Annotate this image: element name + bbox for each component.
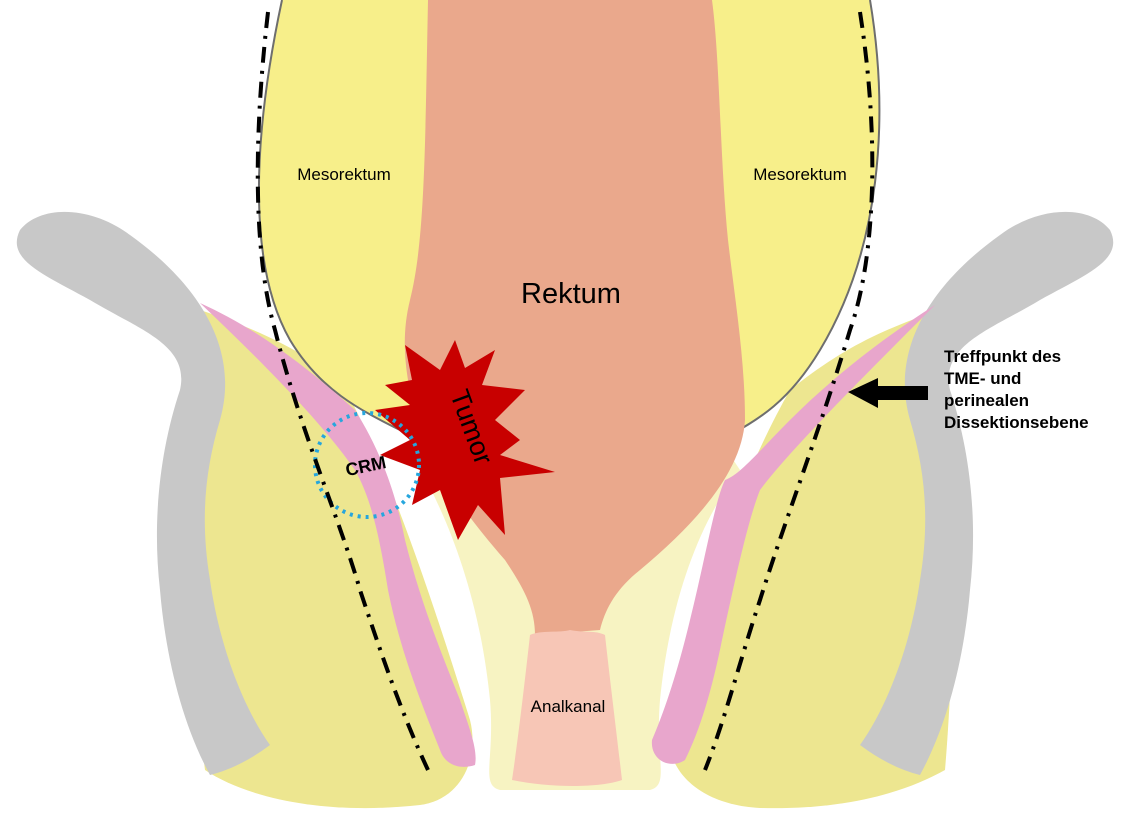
annotation-line-2: TME- und: [944, 369, 1021, 388]
mesorectum-label-left: Mesorektum: [297, 165, 391, 184]
rectum-label: Rektum: [521, 278, 621, 310]
anal-canal-label: Analkanal: [531, 697, 606, 716]
annotation-line-4: Dissektionsebene: [944, 413, 1089, 432]
meeting-point-annotation: Treffpunkt des TME- und perinealen Disse…: [944, 347, 1089, 432]
mesorectum-label-right: Mesorektum: [753, 165, 847, 184]
annotation-line-3: perinealen: [944, 391, 1029, 410]
annotation-line-1: Treffpunkt des: [944, 347, 1061, 366]
